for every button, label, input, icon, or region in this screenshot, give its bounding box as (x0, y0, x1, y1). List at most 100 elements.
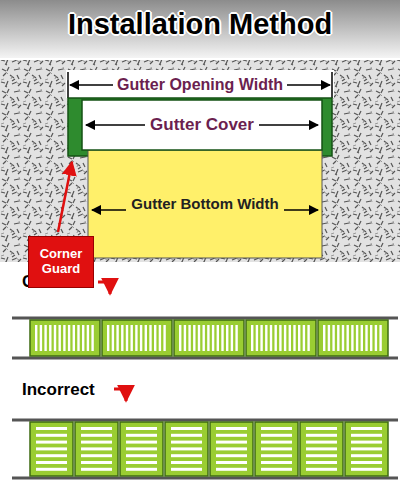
slot (49, 325, 51, 351)
slot (135, 325, 137, 351)
ground-texture (0, 60, 400, 262)
slot (370, 325, 372, 351)
cover-tile (300, 422, 343, 476)
slot (261, 454, 292, 457)
slot (306, 441, 337, 444)
slot (323, 325, 325, 351)
slot (265, 325, 267, 351)
slot (81, 454, 112, 457)
cover-tile (174, 320, 244, 356)
slot (261, 468, 292, 471)
slot (188, 325, 190, 351)
slot (332, 325, 334, 351)
node-text: Corner Guard (32, 247, 90, 277)
callout-box: Corner Guard (28, 236, 94, 288)
slot (306, 461, 337, 464)
slot (307, 325, 309, 351)
slot (126, 434, 157, 437)
pointer-arrow (98, 282, 110, 294)
bottom-box: Gutter Bottom Width (88, 150, 322, 258)
slot (275, 325, 277, 351)
slot (298, 325, 300, 351)
slot (356, 325, 358, 351)
slot (306, 454, 337, 457)
slot (36, 447, 67, 450)
cover-tile (210, 422, 253, 476)
slot (91, 325, 93, 351)
slot (216, 427, 247, 430)
slot (284, 325, 286, 351)
node-text: Gutter Bottom Width (126, 195, 283, 212)
slot (261, 434, 292, 437)
slot (217, 325, 219, 351)
slot (216, 434, 247, 437)
dimension-label: Gutter Opening Width (113, 76, 287, 94)
slot (149, 325, 151, 351)
slot (126, 427, 157, 430)
slot (81, 427, 112, 430)
title-band (0, 0, 400, 58)
slot (163, 325, 165, 351)
slot (351, 447, 382, 450)
leader-arrow (58, 162, 72, 232)
cover-tile (255, 422, 298, 476)
slot (107, 325, 109, 351)
rail (12, 419, 398, 422)
slot (261, 427, 292, 430)
slot (261, 447, 292, 450)
slot (36, 427, 67, 430)
slot (171, 454, 202, 457)
slot (81, 441, 112, 444)
slot (184, 325, 186, 351)
slot (116, 325, 118, 351)
slot (36, 441, 67, 444)
rail (12, 477, 398, 480)
slot (81, 434, 112, 437)
slot (293, 325, 295, 351)
cover-tile (246, 320, 316, 356)
slot (81, 461, 112, 464)
slot (270, 325, 272, 351)
slot (212, 325, 214, 351)
slot (303, 325, 305, 351)
slot (154, 325, 156, 351)
slot (351, 461, 382, 464)
cover-box: Gutter Cover (82, 100, 322, 150)
slot (73, 325, 75, 351)
slot (351, 441, 382, 444)
cover-tile (318, 320, 388, 356)
cover-tile (30, 422, 73, 476)
slot (171, 447, 202, 450)
slot (351, 434, 382, 437)
slot (260, 325, 262, 351)
slot (375, 325, 377, 351)
slot (81, 468, 112, 471)
slot (306, 447, 337, 450)
slot (261, 461, 292, 464)
slot (361, 325, 363, 351)
slot (77, 325, 79, 351)
slot (256, 325, 258, 351)
slot (342, 325, 344, 351)
slot (261, 441, 292, 444)
slot (87, 325, 89, 351)
rail (12, 357, 398, 360)
cover-tile (30, 320, 100, 356)
slot (171, 427, 202, 430)
slot (216, 447, 247, 450)
gutter-bottom (88, 150, 322, 258)
slot (328, 325, 330, 351)
slot (171, 468, 202, 471)
node-text: Gutter Cover (145, 115, 259, 135)
slot (351, 427, 382, 430)
slot (235, 325, 237, 351)
slot (82, 325, 84, 351)
slot (379, 325, 381, 351)
slot (112, 325, 114, 351)
slot (337, 325, 339, 351)
slot (68, 325, 70, 351)
slot (126, 454, 157, 457)
pointer-arrow (114, 389, 126, 401)
slot (126, 468, 157, 471)
slot (171, 461, 202, 464)
